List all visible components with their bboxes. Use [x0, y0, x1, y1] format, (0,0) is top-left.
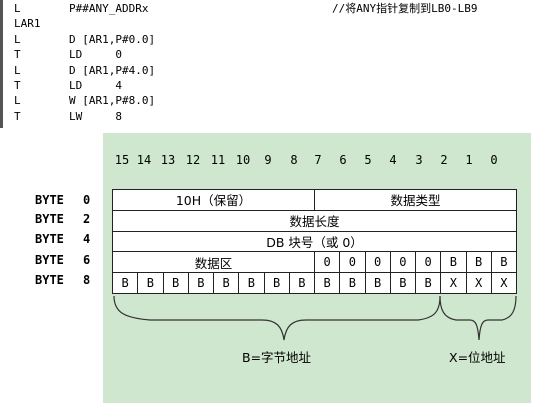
- byte6-bit-cell: 0: [389, 251, 416, 274]
- byte8-bit-cell: B: [314, 272, 341, 294]
- byte8-bit-cell: B: [137, 272, 164, 294]
- code-op: T: [14, 109, 21, 123]
- bit-number: 7: [314, 153, 322, 167]
- db-number-field: DB 块号（或 0）: [112, 230, 517, 253]
- bit-number: 8: [290, 153, 298, 167]
- bit-number: 0: [490, 153, 498, 167]
- byte8-bit-cell: B: [238, 272, 265, 294]
- byte8-bit-cell: X: [440, 272, 467, 294]
- bit-number: 13: [160, 153, 176, 167]
- byte6-bit-cell: B: [490, 251, 517, 274]
- code-op: L: [14, 63, 21, 77]
- code-arg: W [AR1,P#8.0]: [69, 94, 156, 108]
- byte8-bit-cell: B: [364, 272, 391, 294]
- byte-row-label: BYTE 4: [35, 232, 101, 246]
- byte-label-text: BYTE: [35, 232, 64, 246]
- bit-number: 11: [210, 153, 226, 167]
- byte-offset: 0: [83, 193, 91, 207]
- code-margin-bar: [0, 0, 3, 128]
- byte8-bit-cell: B: [112, 272, 139, 294]
- byte6-bit-cell: 0: [364, 251, 391, 274]
- bit-number: 4: [389, 153, 397, 167]
- bit-number: 3: [415, 153, 423, 167]
- code-op: L: [14, 94, 21, 108]
- code-op: L: [14, 2, 21, 15]
- byte-address-label: B=字节地址: [242, 347, 312, 366]
- byte6-bit-cell: 0: [314, 251, 341, 274]
- bit-number: 15: [114, 153, 130, 167]
- bit-number: 1: [465, 153, 473, 167]
- byte-row-label: BYTE 2: [35, 212, 101, 226]
- byte-offset: 8: [83, 273, 91, 287]
- byte8-bit-cell: B: [288, 272, 315, 294]
- code-arg: LD 0: [69, 48, 122, 62]
- code-op: L: [14, 32, 21, 46]
- byte8-bit-cell: B: [263, 272, 290, 294]
- byte-offset: 2: [83, 212, 91, 226]
- byte6-bit-cell: 0: [415, 251, 442, 274]
- byte6-bit-cell: 0: [339, 251, 366, 274]
- bit-number: 14: [136, 153, 152, 167]
- byte-offset: 4: [83, 232, 91, 246]
- data-type-field: 数据类型: [314, 189, 517, 211]
- code-arg: LD 4: [69, 79, 122, 92]
- code-op: T: [14, 79, 21, 92]
- bit-number: 9: [264, 153, 272, 167]
- bit-number: 5: [364, 153, 372, 167]
- bit-number: 6: [339, 153, 347, 167]
- code-arg: D [AR1,P#0.0]: [69, 32, 156, 46]
- byte-label-text: BYTE: [35, 212, 64, 226]
- byte-row-label: BYTE 6: [35, 253, 101, 267]
- reserved-field: 10H（保留）: [112, 189, 315, 211]
- byte8-bit-cell: B: [213, 272, 240, 294]
- byte6-bit-cell: B: [465, 251, 492, 274]
- code-arg: LW 8: [69, 109, 122, 123]
- byte-row-label: BYTE 0: [35, 193, 101, 207]
- byte8-bit-cell: B: [389, 272, 416, 294]
- code-op: LAR1: [14, 17, 41, 31]
- code-arg: P##ANY_ADDRx: [69, 2, 149, 15]
- bit-address-label: X=位地址: [449, 347, 506, 366]
- byte8-bit-cell: B: [187, 272, 214, 294]
- data-length-field: 数据长度: [112, 209, 517, 232]
- code-arg: D [AR1,P#4.0]: [69, 63, 156, 77]
- code-op: T: [14, 48, 21, 62]
- byte-label-text: BYTE: [35, 193, 64, 207]
- bit-number: 10: [235, 153, 251, 167]
- byte8-bit-cell: X: [490, 272, 517, 294]
- byte8-bit-cell: B: [162, 272, 189, 294]
- code-comment: //将ANY指针复制到LB0-LB9: [332, 2, 478, 15]
- bit-number: 2: [440, 153, 448, 167]
- byte-label-text: BYTE: [35, 253, 64, 267]
- byte8-bit-cell: B: [415, 272, 442, 294]
- bit-number: 12: [185, 153, 201, 167]
- byte8-bit-cell: B: [339, 272, 366, 294]
- data-area-field: 数据区: [112, 251, 315, 274]
- byte-offset: 6: [83, 253, 91, 267]
- byte-row-label: BYTE 8: [35, 273, 101, 287]
- byte-label-text: BYTE: [35, 273, 64, 287]
- byte8-bit-cell: X: [465, 272, 492, 294]
- byte6-bit-cell: B: [440, 251, 467, 274]
